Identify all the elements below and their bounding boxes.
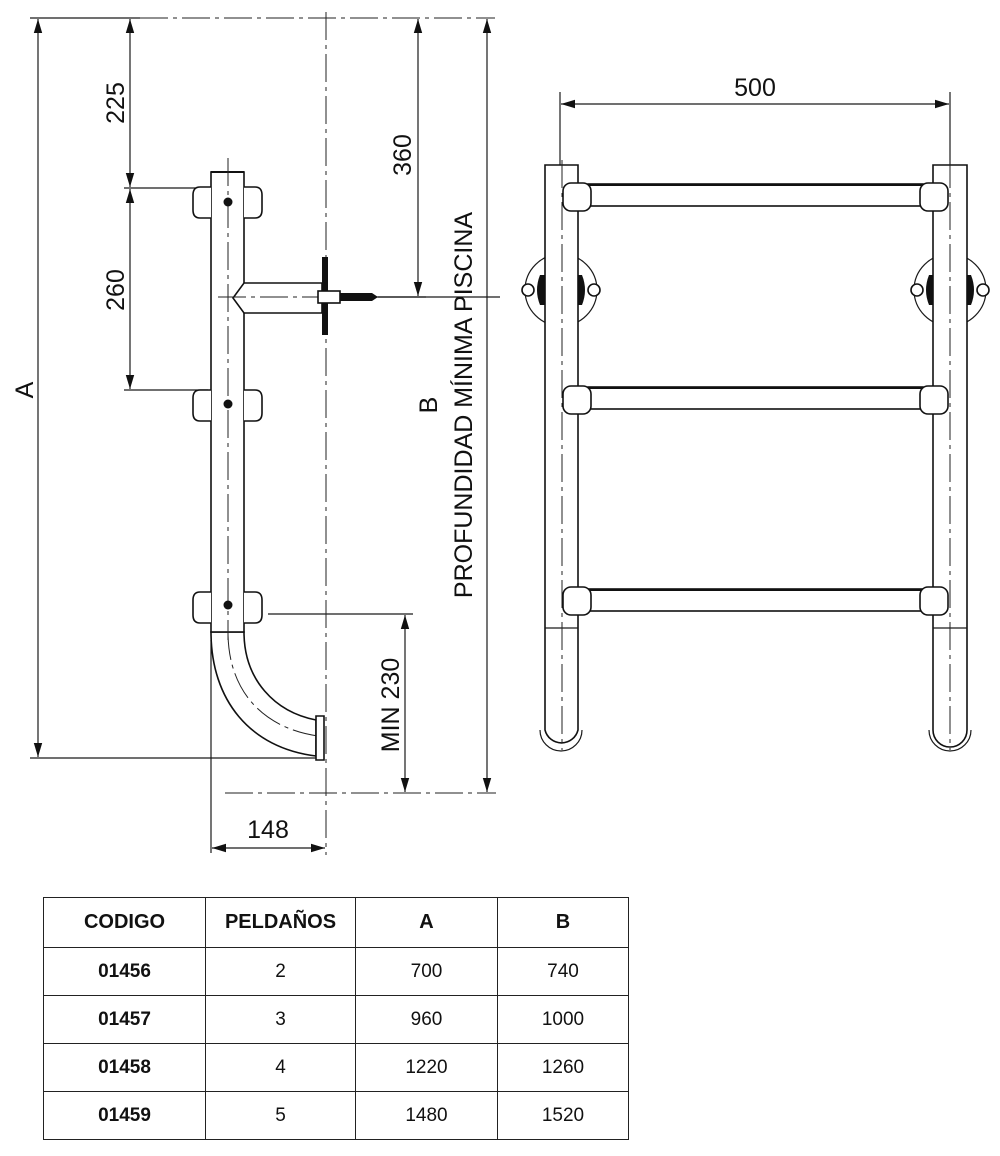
cell-a: 700 xyxy=(355,947,498,996)
cell-peldanos: 2 xyxy=(205,947,356,996)
curved-foot xyxy=(210,631,317,757)
cell-codigo: 01458 xyxy=(43,1043,206,1092)
anchor-plug xyxy=(317,290,341,304)
cell-b: 1520 xyxy=(497,1091,629,1140)
cell-b: 740 xyxy=(497,947,629,996)
label-min-pool-depth: PROFUNDIDAD MÍNIMA PISCINA xyxy=(449,212,478,598)
bolt-icon xyxy=(223,399,233,409)
label-260: 260 xyxy=(102,269,130,311)
cell-b: 1000 xyxy=(497,995,629,1044)
rung-2 xyxy=(562,385,949,415)
header-peldanos: PELDAÑOS xyxy=(205,897,356,948)
cell-peldanos: 4 xyxy=(205,1043,356,1092)
rung-side-2 xyxy=(192,389,263,422)
cell-b: 1260 xyxy=(497,1043,629,1092)
cell-a: 1220 xyxy=(355,1043,498,1092)
cell-codigo: 01456 xyxy=(43,947,206,996)
rung-3 xyxy=(562,586,949,616)
cell-a: 960 xyxy=(355,995,498,1044)
header-b: B xyxy=(497,897,629,948)
label-225: 225 xyxy=(102,82,130,124)
header-codigo: CODIGO xyxy=(43,897,206,948)
ladder-post-right xyxy=(928,160,972,752)
label-360: 360 xyxy=(389,134,417,176)
bolt-icon xyxy=(223,197,233,207)
models-table: CODIGO PELDAÑOS A B 01456 2 700 740 0145… xyxy=(43,897,629,1140)
cell-peldanos: 5 xyxy=(205,1091,356,1140)
ladder-post-left xyxy=(539,160,583,752)
rung-side-1 xyxy=(192,186,263,219)
label-A: A xyxy=(11,381,39,398)
cell-codigo: 01457 xyxy=(43,995,206,1044)
table-row: 01459 5 1480 1520 xyxy=(43,1091,629,1140)
label-500: 500 xyxy=(734,74,776,102)
wall-flange-left xyxy=(521,253,601,327)
front-view: 500 xyxy=(521,74,990,752)
rung-side-3 xyxy=(192,591,263,624)
rung-1 xyxy=(562,182,949,212)
label-B: B xyxy=(415,397,443,414)
table-row: 01457 3 960 1000 xyxy=(43,995,629,1044)
foot-centerline xyxy=(227,631,319,737)
table-row: 01458 4 1220 1260 xyxy=(43,1043,629,1092)
cell-peldanos: 3 xyxy=(205,995,356,1044)
label-148: 148 xyxy=(247,816,289,844)
side-view: A 225 260 360 B PROFUNDIDAD MÍNIMA PISCI… xyxy=(11,12,500,855)
anchor-screw-icon xyxy=(340,293,378,301)
header-a: A xyxy=(355,897,498,948)
cell-codigo: 01459 xyxy=(43,1091,206,1140)
wall-standoff-arm xyxy=(232,282,323,314)
table-row: 01456 2 700 740 xyxy=(43,947,629,996)
cell-a: 1480 xyxy=(355,1091,498,1140)
label-min230: MIN 230 xyxy=(377,658,405,752)
bolt-icon xyxy=(223,600,233,610)
foot-pad xyxy=(315,715,325,761)
table-header-row: CODIGO PELDAÑOS A B xyxy=(43,897,629,948)
